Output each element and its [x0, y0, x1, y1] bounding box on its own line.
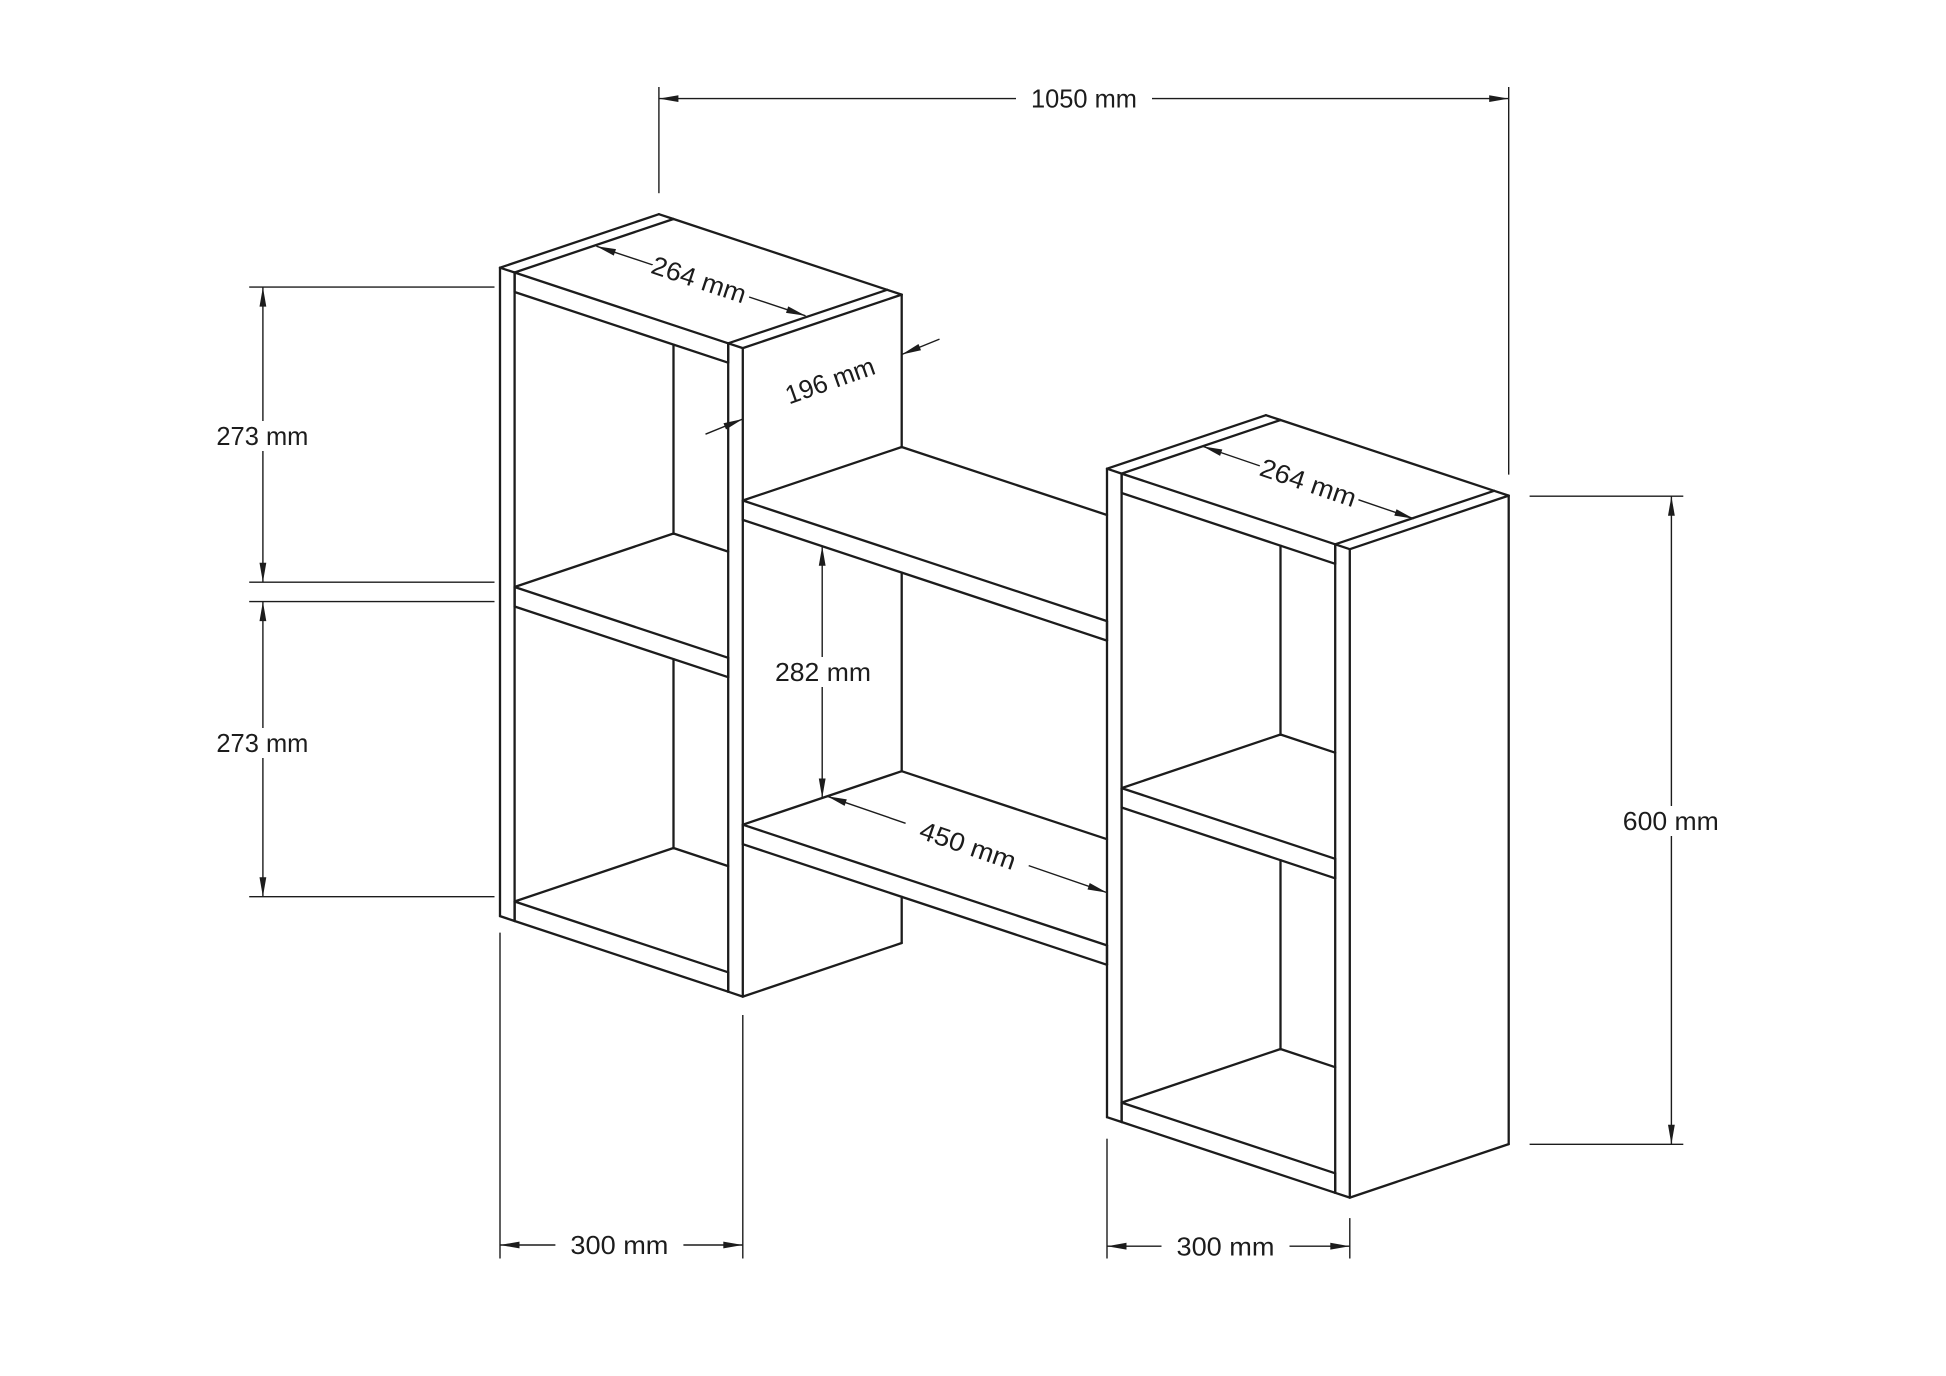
svg-text:273 mm: 273 mm: [216, 728, 308, 758]
svg-text:300 mm: 300 mm: [1177, 1232, 1275, 1262]
svg-text:273 mm: 273 mm: [216, 421, 308, 451]
svg-text:282 mm: 282 mm: [775, 657, 871, 687]
svg-text:300 mm: 300 mm: [570, 1230, 668, 1260]
svg-text:1050 mm: 1050 mm: [1031, 84, 1137, 114]
svg-text:600 mm: 600 mm: [1623, 806, 1719, 836]
